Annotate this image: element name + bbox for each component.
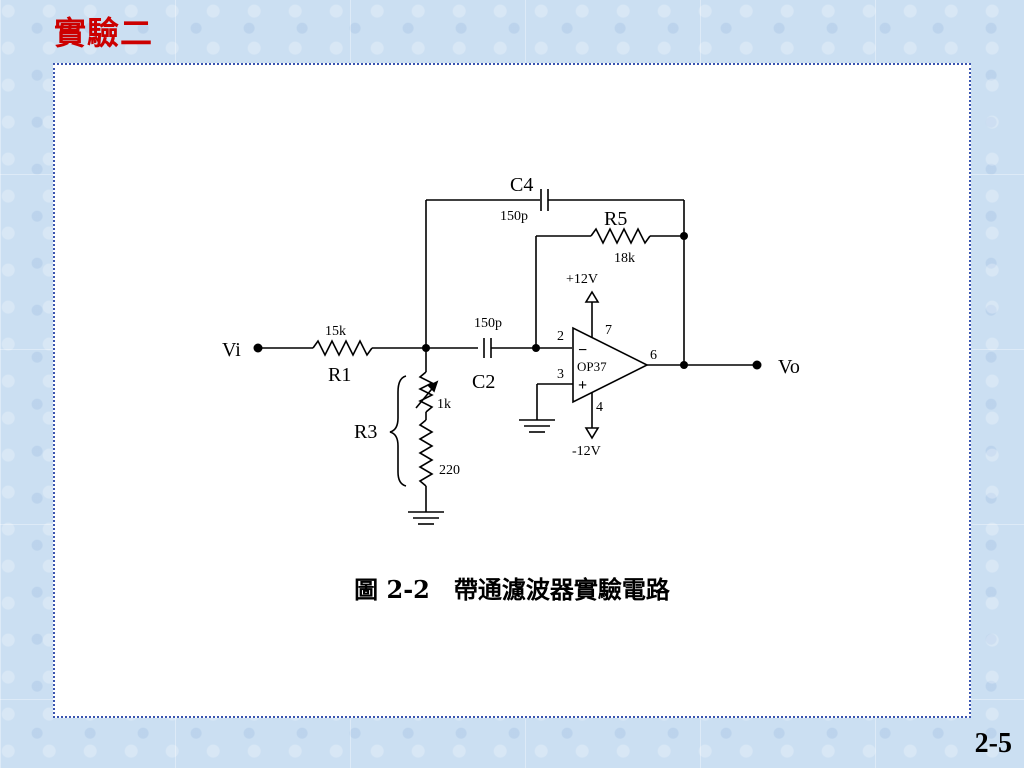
- content-panel: [53, 63, 971, 718]
- r3-pot-arrow: [427, 380, 439, 393]
- vpos-label: +12V: [566, 272, 598, 287]
- junction-output: [680, 361, 688, 369]
- junction-r5-right: [680, 232, 688, 240]
- terminal-vi: [253, 343, 263, 353]
- r3-pot-value: 1k: [437, 397, 451, 412]
- c2-name: C2: [472, 371, 495, 393]
- r5-resistor: [590, 227, 651, 245]
- opamp-pin7: 7: [605, 323, 612, 338]
- vpos-arrow: [584, 290, 600, 303]
- label-vi: Vi: [222, 339, 241, 361]
- r1-resistor: [312, 339, 373, 357]
- r5-name: R5: [604, 208, 627, 230]
- c4-value: 150p: [500, 209, 528, 224]
- opamp-pin4: 4: [596, 400, 603, 415]
- vneg-label: -12V: [572, 444, 601, 459]
- r3-brace: [389, 375, 407, 487]
- opamp-pin2: 2: [557, 329, 564, 344]
- figure-caption: 圖 2-2 帶通濾波器實驗電路: [354, 575, 670, 604]
- slide-title: 實驗二: [54, 14, 154, 52]
- opamp-pin3: 3: [557, 367, 564, 382]
- r1-value: 15k: [325, 324, 346, 339]
- c4-name: C4: [510, 174, 533, 196]
- opamp-pin6: 6: [650, 348, 657, 363]
- vneg-arrow: [584, 427, 600, 440]
- opamp-part: OP37: [577, 359, 607, 374]
- page-number: 2-5: [974, 728, 1012, 759]
- terminal-vo: [752, 360, 762, 370]
- c2-value: 150p: [474, 316, 502, 331]
- junction-inv-node: [532, 344, 540, 352]
- r3-fixed-resistor: [418, 419, 434, 487]
- label-vo: Vo: [778, 356, 800, 378]
- opamp-noninv-sign: +: [578, 377, 587, 394]
- r1-name: R1: [328, 364, 351, 386]
- junction-input-node: [422, 344, 430, 352]
- opamp-inv-sign: −: [578, 342, 587, 359]
- r5-value: 18k: [614, 251, 635, 266]
- r3-fixed-value: 220: [439, 463, 460, 478]
- r3-pot-resistor: [418, 371, 434, 413]
- opamp-body: [572, 326, 649, 404]
- r3-name: R3: [354, 421, 377, 443]
